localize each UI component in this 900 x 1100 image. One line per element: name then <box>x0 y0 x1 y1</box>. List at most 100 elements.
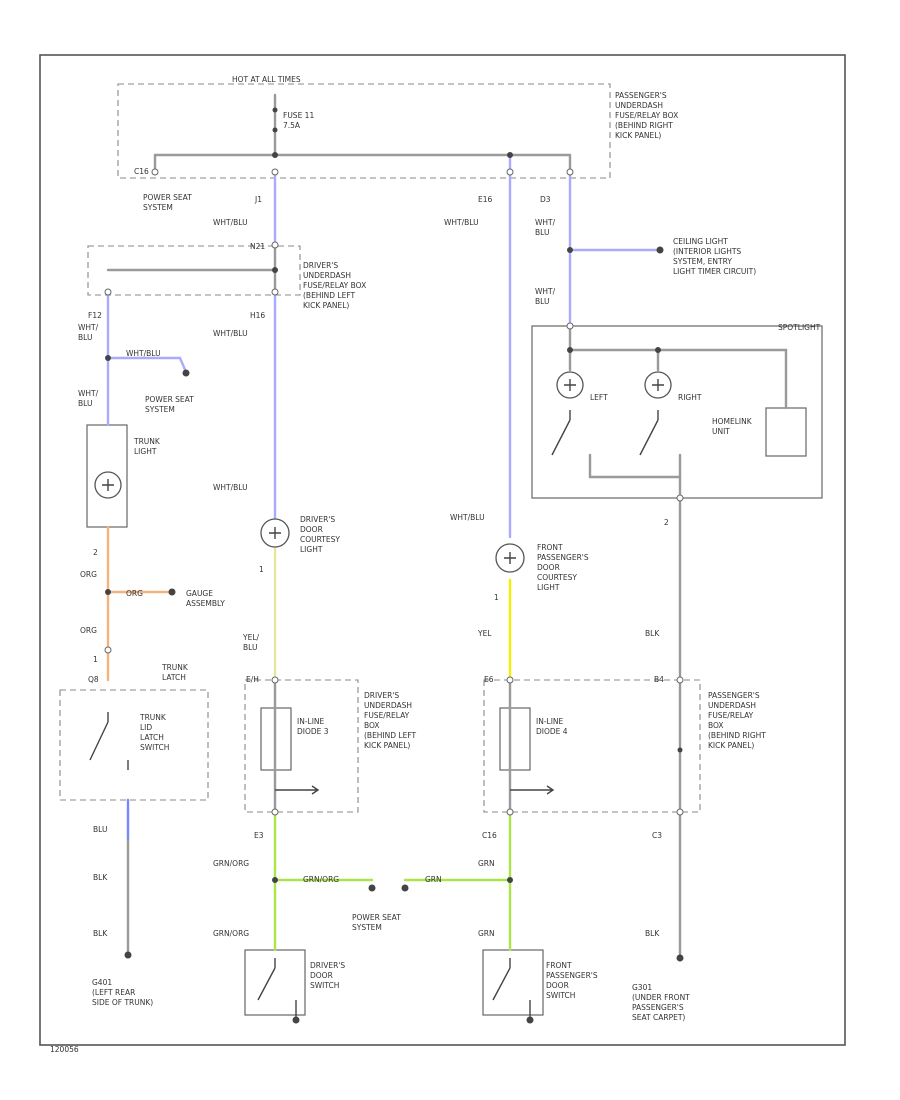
label-yel: YEL <box>477 629 492 638</box>
driver-fuse-box-2-outline <box>244 679 359 813</box>
diagram-frame <box>39 54 846 1046</box>
spotlight-box <box>531 325 823 499</box>
label-num-2: 2 <box>93 548 98 557</box>
pass-courtesy-bulb-icon <box>495 543 525 573</box>
spot-left-switch <box>551 410 571 456</box>
label-wht-blu-pcl: WHT/BLU <box>450 513 485 522</box>
label-grn-2: GRN <box>478 929 495 938</box>
label-grn: GRN <box>478 859 495 868</box>
spot-left-bulb-icon <box>556 371 584 399</box>
label-grn-org-2: GRN/ORG <box>213 929 249 938</box>
label-grn-org: GRN/ORG <box>213 859 249 868</box>
label-wht-blu-3: WHT/BLU <box>535 218 556 237</box>
label-blk-2: BLK <box>93 929 108 938</box>
passenger-fuse-box-outline <box>117 83 611 179</box>
wire-power-seat-2-branch <box>106 356 188 374</box>
spot-right-bulb-icon <box>644 371 672 399</box>
front-pass-door-switch <box>492 958 531 1018</box>
homelink-unit-box <box>765 407 807 457</box>
label-num-1a: 1 <box>259 565 264 574</box>
label-e6: E6 <box>484 675 494 684</box>
label-yel-blu: YEL/BLU <box>242 633 259 652</box>
label-q-in-left: E/H <box>246 675 259 684</box>
label-e16: E16 <box>478 195 493 204</box>
label-h16: H16 <box>250 311 265 320</box>
label-left: LEFT <box>590 393 608 402</box>
label-num-2b: 2 <box>664 518 669 527</box>
label-wht-blu-trunk: WHT/BLU <box>78 389 99 408</box>
wire-spot-feed <box>568 324 660 352</box>
label-right: RIGHT <box>678 393 702 402</box>
label-f12: F12 <box>88 311 102 320</box>
label-wht-blu-spot: WHT/BLU <box>535 287 556 306</box>
wire-spot-bottom <box>588 453 682 479</box>
label-grn-small: GRN <box>425 875 442 884</box>
label-org-2: ORG <box>80 626 97 635</box>
label-wht-blu-1: WHT/BLU <box>213 218 248 227</box>
junction-dots <box>105 107 684 1024</box>
label-b4: B4 <box>654 675 664 684</box>
driver-courtesy-bulb-icon <box>260 518 290 548</box>
passenger-fuse-box-2-outline <box>483 679 701 813</box>
label-e3: E3 <box>254 831 264 840</box>
label-j1: J1 <box>254 195 262 204</box>
inline-diode-4-box <box>499 707 531 771</box>
trunk-latch-switch <box>89 712 129 770</box>
label-d3: D3 <box>540 195 551 204</box>
label-grn-org-small: GRN/ORG <box>303 875 339 884</box>
label-blk-1: BLK <box>93 873 108 882</box>
trunk-light-bulb-icon <box>94 471 122 499</box>
label-wht-blu-2: WHT/BLU <box>444 218 479 227</box>
label-org-1: ORG <box>80 570 97 579</box>
label-q8: Q8 <box>88 675 99 684</box>
label-org-small: ORG <box>126 589 143 598</box>
connector-terminals <box>104 168 684 816</box>
label-wht-blu-f12: WHT/BLU <box>78 323 99 342</box>
label-blk-right: BLK <box>645 629 660 638</box>
diode4-arrow <box>510 785 555 795</box>
label-c3: C3 <box>652 831 662 840</box>
footer-code: 120056 <box>50 1045 79 1054</box>
wire-homelink <box>656 348 788 410</box>
label-c16: C16 <box>134 167 149 176</box>
label-blk-3: BLK <box>645 929 660 938</box>
label-spotlight: SPOTLIGHT <box>778 323 821 332</box>
label-n21: N21 <box>250 242 265 251</box>
diode3-arrow <box>275 785 320 795</box>
label-c16b: C16 <box>482 831 497 840</box>
label-num-1c: 1 <box>93 655 98 664</box>
spot-right-switch <box>639 410 659 456</box>
label-wht-blu-dcl: WHT/BLU <box>213 483 248 492</box>
label-blu: BLU <box>93 825 107 834</box>
label-wht-blu-h16: WHT/BLU <box>213 329 248 338</box>
drivers-door-switch <box>257 958 297 1018</box>
driver-fuse-box-outline <box>87 245 301 296</box>
front-pass-door-switch-box <box>482 949 544 1016</box>
label-wht-blu-small: WHT/BLU <box>126 349 161 358</box>
label-hot-timer: HOT AT ALL TIMES <box>232 75 301 84</box>
label-num-1b: 1 <box>494 593 499 602</box>
